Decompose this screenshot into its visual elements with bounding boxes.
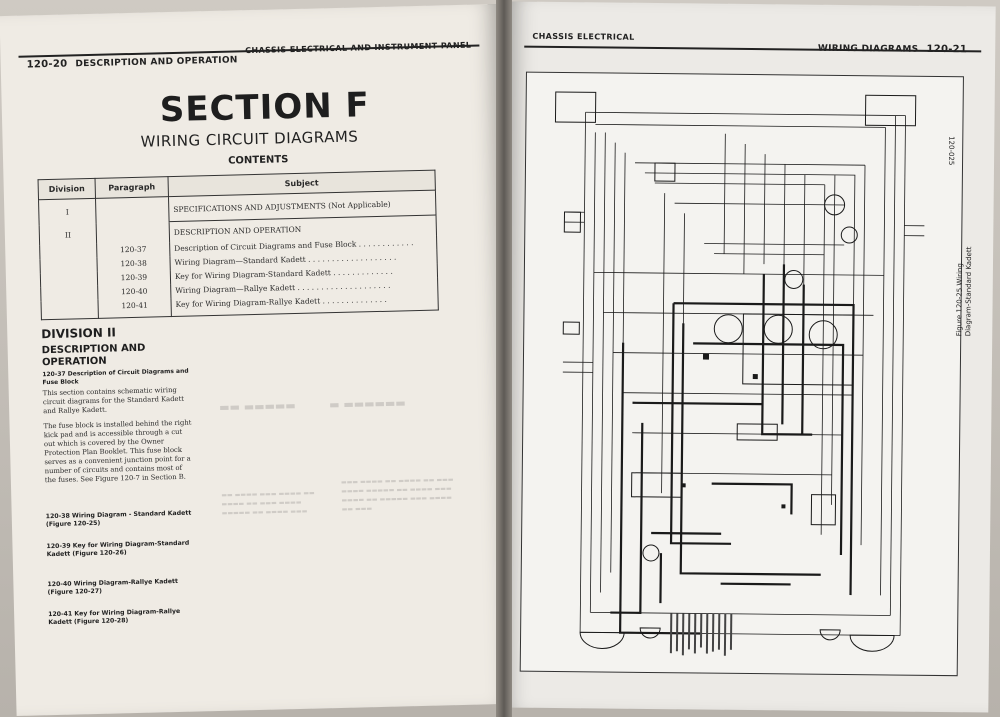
division-empty-cell <box>41 299 99 320</box>
right-header: WIRING DIAGRAMS 120-21 <box>818 43 967 56</box>
contents-label: CONTENTS <box>227 154 289 167</box>
division-empty-cell <box>39 243 97 260</box>
table-header-paragraph: Paragraph <box>95 176 169 199</box>
right-page: CHASSIS ELECTRICAL WIRING DIAGRAMS 120-21 <box>503 1 996 713</box>
paragraph-empty-cell <box>95 196 170 224</box>
bleed-through-text: ▬▬▬▬▬ ▬▬ <box>218 399 296 414</box>
table-header-division: Division <box>38 178 96 200</box>
bleed-through-text: ▬▬ ▬▬▬▬ ▬▬▬ ▬▬▬▬ ▬▬ ▬▬▬▬ ▬▬ ▬▬▬ ▬▬▬▬ ▬▬▬… <box>221 489 315 517</box>
left-header-section: DESCRIPTION AND OPERATION <box>75 55 238 70</box>
bleed-through-text: ▬▬▬ ▬▬▬▬ ▬▬ ▬▬▬▬ ▬▬ ▬▬▬ ▬▬▬▬ ▬▬▬▬▬ ▬▬ ▬▬… <box>340 476 454 513</box>
contents-table: Division Paragraph Subject I SPECIFICATI… <box>38 170 439 321</box>
figure-caption-line-2: Diagram-Standard Kadett <box>964 246 974 337</box>
division-2-cell: II <box>39 223 97 246</box>
left-header: 120-20 DESCRIPTION AND OPERATION <box>27 54 238 70</box>
section-title: SECTION F <box>159 85 371 131</box>
body-paragraph-2: The fuse block is installed behind the r… <box>43 418 192 485</box>
division-empty-cell <box>39 257 98 274</box>
section-subtitle: WIRING CIRCUIT DIAGRAMS <box>140 127 359 151</box>
reference-item: 120-40 Wiring Diagram-Rallye Kadett (Fig… <box>47 577 179 597</box>
left-page-number: 120-20 <box>26 58 68 71</box>
figure-id: 120-025 <box>947 136 955 165</box>
division-1-cell: I <box>38 198 97 225</box>
left-page: CHASSIS ELECTRICAL AND INSTRUMENT PANEL … <box>0 4 514 716</box>
division-empty-cell <box>40 285 98 302</box>
right-header-section: WIRING DIAGRAMS <box>817 43 919 55</box>
paragraph-heading: 120-37 Description of Circuit Diagrams a… <box>42 367 189 387</box>
paragraph-empty-cell <box>96 221 170 244</box>
description-operation-heading: DESCRIPTION AND OPERATION <box>41 342 146 369</box>
wiring-diagram: 120-025 <box>554 91 955 656</box>
body-paragraph-1: This section contains schematic wiring c… <box>42 385 185 416</box>
division-empty-cell <box>40 271 98 288</box>
reference-item: 120-39 Key for Wiring Diagram-Standard K… <box>46 539 190 559</box>
book-gutter <box>496 0 512 717</box>
bleed-through-text: ▬▬▬▬▬▬ ▬ <box>328 396 406 412</box>
reference-item: 120-38 Wiring Diagram - Standard Kadett … <box>45 509 192 529</box>
right-page-number: 120-21 <box>926 43 968 56</box>
figure-caption: Figure 120-25 Wiring Diagram-Standard Ka… <box>955 247 974 337</box>
right-header-chapter: CHASSIS ELECTRICAL <box>532 31 635 42</box>
division-heading: DIVISION II <box>41 325 117 342</box>
paragraph-number: 120-41 <box>97 298 172 319</box>
reference-item: 120-41 Key for Wiring Diagram-Rallye Kad… <box>48 607 181 627</box>
